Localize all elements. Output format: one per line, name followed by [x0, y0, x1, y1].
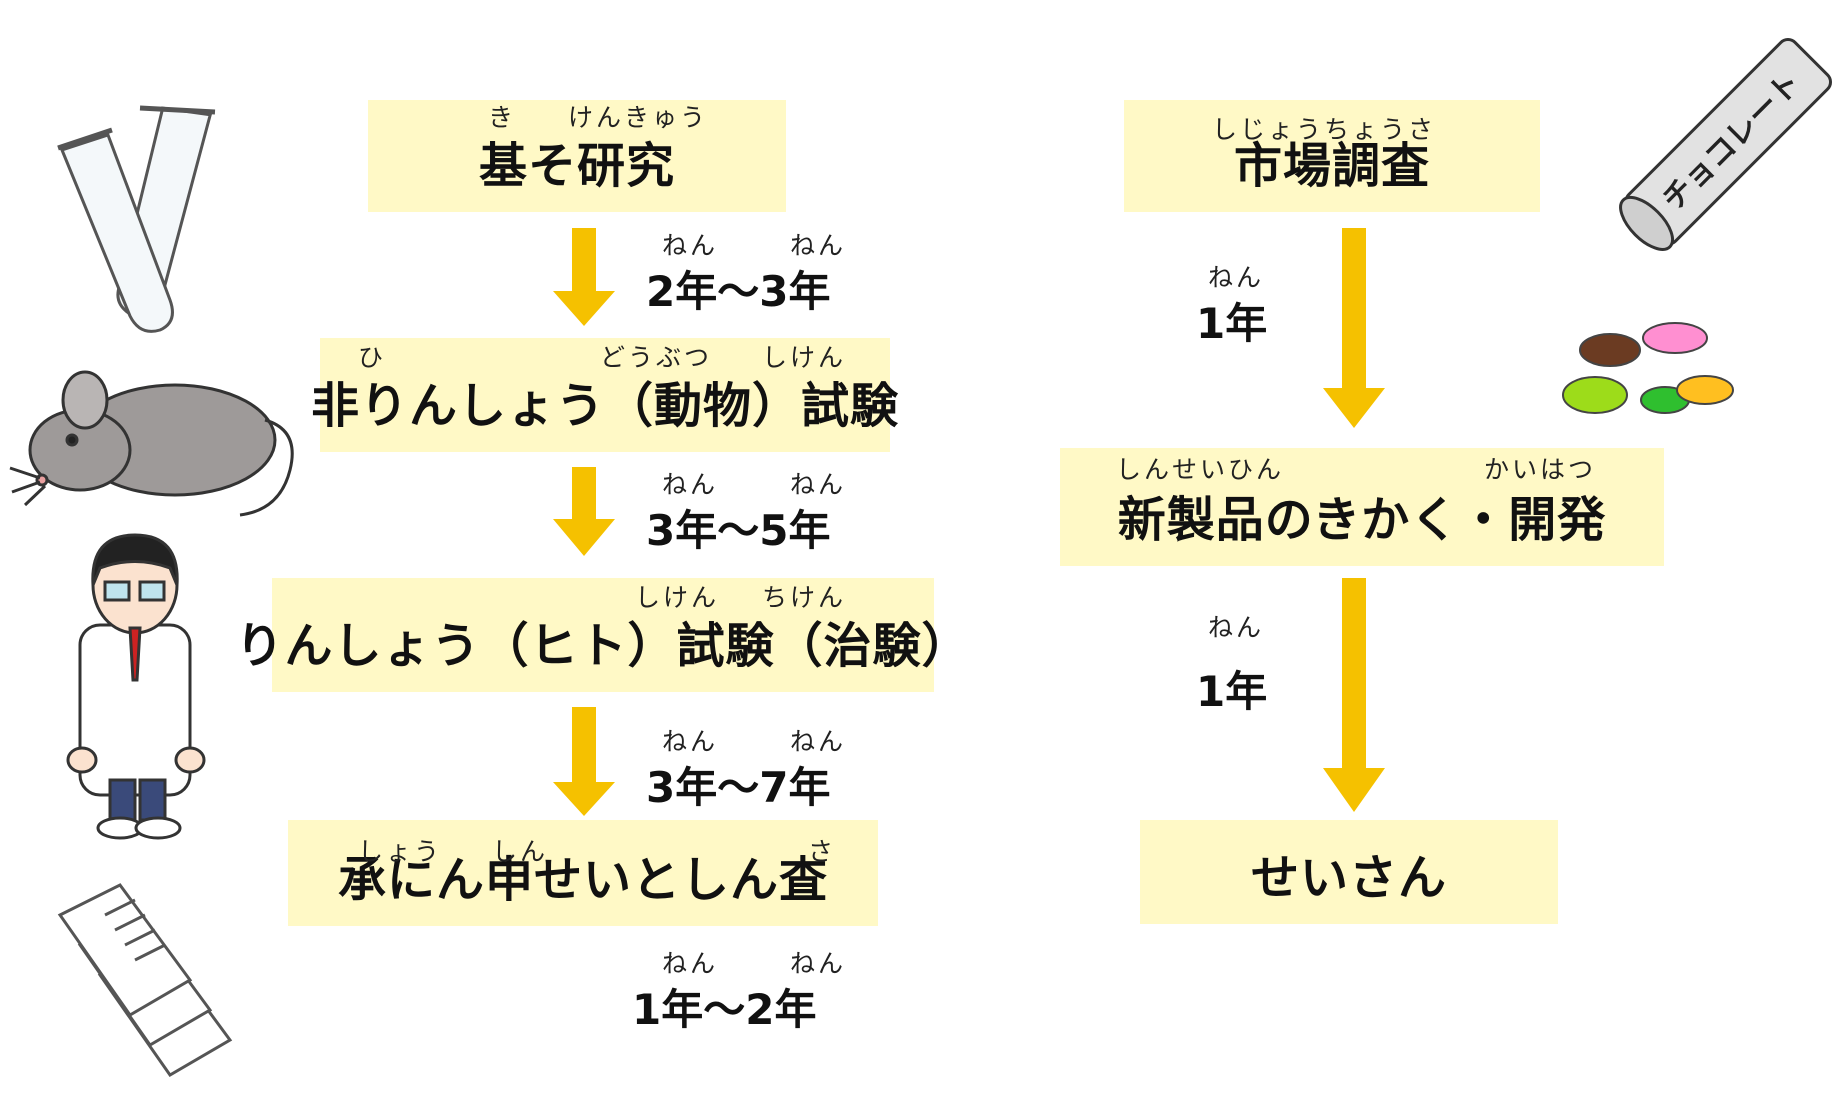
duration-ruby: ねん — [1208, 263, 1265, 292]
step-nonclinical-trial: 非りんしょう（動物）試験 — [311, 338, 898, 452]
duration-ruby: ねん — [662, 470, 719, 499]
ruby: ひ — [358, 343, 387, 372]
ruby: しじょうちょうさ — [1212, 115, 1437, 144]
duration-ruby: ねん — [662, 231, 719, 260]
step-approval-review: 承にん申せいとしん査 — [288, 820, 878, 926]
step-label: せいさん — [1250, 850, 1447, 906]
duration-ruby: ねん — [790, 231, 847, 260]
duration-ruby: ねん — [790, 727, 847, 756]
step-label: 承にん申せいとしん査 — [337, 852, 828, 908]
chocolate-label: チョコレート — [1656, 66, 1808, 218]
step-label: 非りんしょう（動物）試験 — [311, 378, 900, 434]
ruby: しんせいひん — [1116, 455, 1285, 484]
ruby: き — [488, 103, 517, 132]
ruby: しょう — [358, 837, 443, 866]
step-label: りんしょう（ヒト）試験（治験） — [235, 618, 971, 674]
duration-ruby: ねん — [1208, 613, 1265, 642]
step-market-research: 市場調査 — [1124, 100, 1540, 212]
step-label: 基そ研究 — [478, 138, 675, 194]
arrow-left-3 — [553, 707, 615, 816]
chocolate-bar-icon: チョコレート — [1619, 37, 1833, 251]
scientist-icon — [66, 533, 206, 840]
ruby: しん — [492, 837, 549, 866]
duration-2: 3年～5年 — [646, 506, 831, 555]
test-tubes-icon — [57, 105, 216, 333]
step-label: 新製品のきかく・開発 — [1117, 492, 1607, 548]
duration-ruby: ねん — [662, 727, 719, 756]
duration-1: 2年～3年 — [646, 267, 831, 316]
duration-ruby: ねん — [790, 470, 847, 499]
step-product-planning: 新製品のきかく・開発 — [1060, 448, 1664, 566]
ruby: どうぶつ — [600, 343, 713, 372]
duration-ruby: ねん — [662, 949, 719, 978]
ruby: けんきゅう — [568, 103, 709, 132]
ruby: しけん — [635, 583, 720, 612]
duration-right-2: 1年 — [1196, 667, 1268, 716]
documents-icon — [57, 883, 233, 1077]
step-clinical-trial: りんしょう（ヒト）試験（治験） — [236, 578, 970, 692]
duration-4: 1年～2年 — [632, 985, 817, 1034]
arrow-right-1 — [1323, 228, 1385, 428]
ruby: ちけん — [762, 583, 847, 612]
ruby: しけん — [762, 343, 847, 372]
step-production: せいさん — [1140, 820, 1558, 924]
mouse-icon — [9, 370, 294, 517]
duration-ruby: ねん — [790, 949, 847, 978]
arrow-left-1 — [553, 228, 615, 326]
arrow-left-2 — [553, 467, 615, 556]
step-basic-research: 基そ研究 — [368, 100, 786, 212]
step-label: 市場調査 — [1233, 138, 1430, 194]
candies-icon — [1562, 322, 1734, 414]
duration-right-1: 1年 — [1196, 299, 1268, 348]
ruby: さ — [808, 837, 837, 866]
duration-3: 3年～7年 — [646, 763, 831, 812]
arrow-right-2 — [1323, 578, 1385, 812]
ruby: かいはつ — [1484, 455, 1597, 484]
